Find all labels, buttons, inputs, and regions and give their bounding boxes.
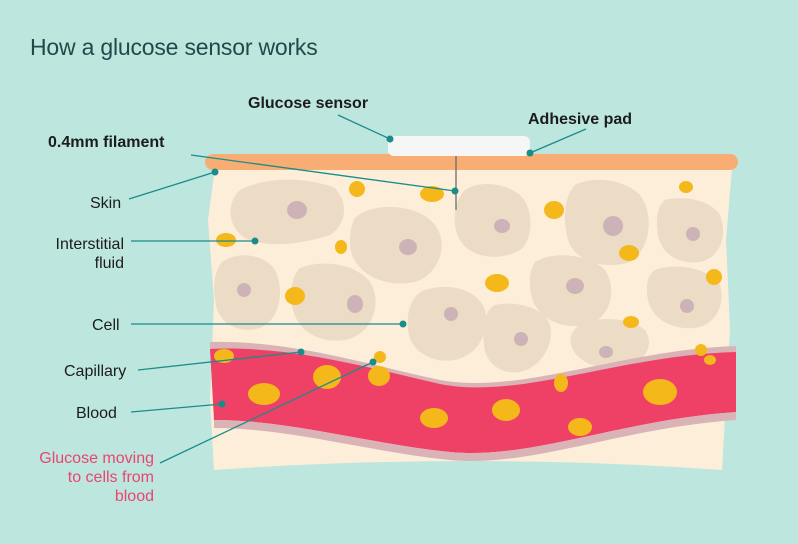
skin-label: Skin xyxy=(90,195,122,212)
cell xyxy=(646,266,722,329)
page-title: How a glucose sensor works xyxy=(30,34,318,60)
glucose-moving-label-line1: Glucose moving xyxy=(39,450,154,467)
filament-label: 0.4mm filament xyxy=(48,134,165,151)
pointer-lines xyxy=(128,114,587,464)
blood-label: Blood xyxy=(76,405,117,422)
capillary-wall-lower xyxy=(214,412,736,462)
interstitial-glucose xyxy=(216,181,722,328)
cell-label: Cell xyxy=(92,317,120,334)
skin-band xyxy=(205,154,738,170)
glucose-moving-label-line3: blood xyxy=(114,488,154,505)
glucose-sensor-label: Glucose sensor xyxy=(248,95,369,112)
glucose-moving-label-line2: to cells from xyxy=(67,469,154,486)
pointer-dots xyxy=(211,135,534,408)
blood-glucose xyxy=(214,344,716,436)
glucose-sensor-body xyxy=(388,136,530,156)
cells xyxy=(214,179,724,373)
interstitial-fluid-label: Interstitial fluid xyxy=(46,235,124,273)
cell xyxy=(407,286,487,361)
cell xyxy=(349,206,442,284)
cell xyxy=(291,263,376,341)
cell xyxy=(570,318,649,369)
interstitial-fluid-label-line1: Interstitial xyxy=(55,236,124,253)
interstitial-fluid-label-line2: fluid xyxy=(94,255,124,272)
glucose-moving-label: Glucose moving to cells from blood xyxy=(20,449,154,506)
adhesive-pad-label: Adhesive pad xyxy=(528,111,633,128)
cell-nuclei xyxy=(237,201,700,358)
capillary-label: Capillary xyxy=(64,363,127,380)
blood-vessel xyxy=(210,348,736,454)
cell xyxy=(454,183,531,257)
